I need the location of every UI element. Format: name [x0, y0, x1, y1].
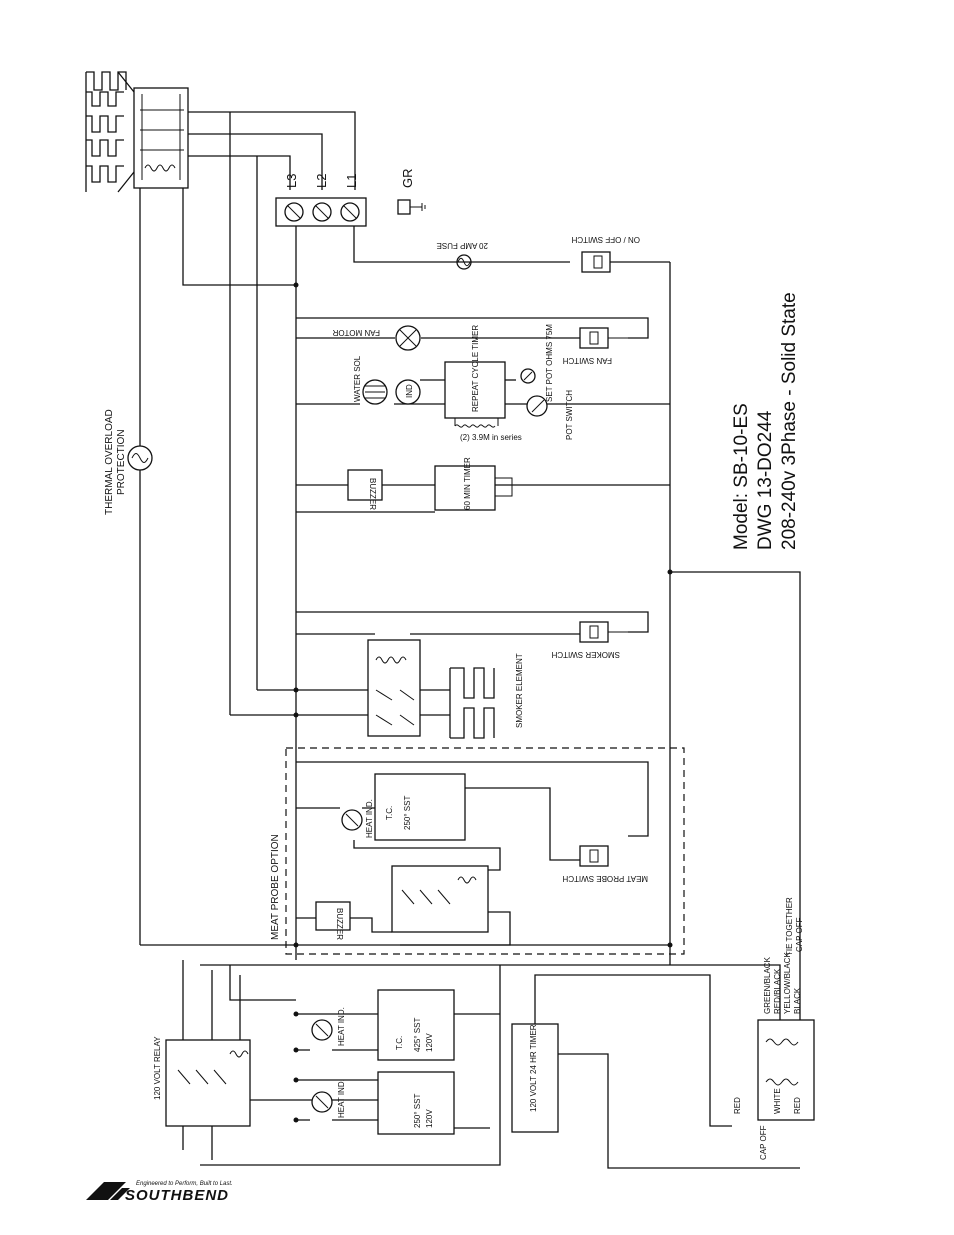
min-timer-branch: BUZZER 60 MIN TIMER	[296, 457, 670, 513]
brand-name: SOUTHBEND	[125, 1187, 230, 1204]
transformer: GREEN/BLACK RED/BLACK YELLOW/BLACK BLACK…	[733, 897, 815, 1160]
terminal-block: L3 L2 L1 GR	[275, 169, 426, 227]
thermal-overload: THERMAL OVERLOAD PROTECTION	[104, 409, 153, 515]
on-off-label: ON / OFF SWITCH	[571, 235, 640, 244]
smoker-branch: SMOKER SWITCH SMOKER ELEMENT	[230, 611, 649, 739]
green-black: GREEN/BLACK	[763, 956, 772, 1014]
relay: 120 VOLT RELAY	[153, 960, 380, 1160]
title-block: Model: SB-10-ES DWG 13-DO244 208-240v 3P…	[731, 292, 800, 550]
bottom-bus	[140, 569, 801, 1092]
buzzer-label-1: BUZZER	[368, 478, 377, 510]
meat-probe-option: MEAT PROBE OPTION HEAT IND. 250° SST T.C…	[270, 747, 685, 955]
tie-together: TIE TOGETHER	[785, 897, 794, 956]
meat-probe-switch-label: MEAT PROBE SWITCH	[562, 874, 648, 883]
v120-b: 120V	[425, 1109, 434, 1128]
cap-off-top: CAP OFF	[795, 917, 804, 952]
water-sol-label: WATER SOL	[353, 355, 362, 402]
meat-probe-option-label: MEAT PROBE OPTION	[270, 834, 281, 940]
sst-250: 250° SST	[413, 1094, 422, 1128]
terminal-l1: L1	[344, 174, 359, 188]
fuse: 20 AMP FUSE	[437, 241, 488, 270]
heating-element-bank	[85, 71, 189, 193]
feed-wires	[139, 111, 356, 945]
terminal-l3: L3	[284, 174, 299, 188]
yellow-black: YELLOW/BLACK	[783, 952, 792, 1014]
heat-ind-probe: HEAT IND.	[365, 799, 374, 838]
hr-timer-label: 120 VOLT 24 HR TIMER	[529, 1024, 538, 1112]
pot-switch-label: POT SWITCH	[565, 390, 574, 440]
cap-off-bottom: CAP OFF	[759, 1125, 768, 1160]
smoker-switch-label: SMOKER SWITCH	[551, 650, 620, 659]
min-timer-label: 60 MIN TIMER	[463, 457, 472, 510]
resistor-label: (2) 3.9M in series	[460, 433, 522, 442]
fan-branch: FAN MOTOR FAN SWITCH	[296, 317, 649, 365]
repeat-timer-label: REPEAT CYCLE TIMER	[471, 325, 480, 412]
black-label: BLACK	[793, 987, 802, 1014]
set-pot-label: SET POT OHMS 75M	[545, 324, 554, 402]
terminal-l2: L2	[314, 174, 329, 188]
white-label: WHITE	[773, 1088, 782, 1114]
fan-motor-label: FAN MOTOR	[332, 328, 380, 337]
repeat-timer-branch: WATER SOL IND REPEAT CYCLE TIMER SET POT…	[296, 324, 670, 442]
buzzer-label-2: BUZZER	[335, 908, 344, 940]
on-off-switch: ON / OFF SWITCH	[571, 235, 640, 273]
terminal-gr: GR	[400, 169, 415, 189]
fuse-label: 20 AMP FUSE	[437, 241, 488, 250]
model-title: Model: SB-10-ES	[731, 403, 752, 550]
spec-title: 208-240v 3Phase - Solid State	[779, 292, 800, 550]
brand-tagline: Engineered to Perform, Built to Last.	[136, 1181, 233, 1187]
dwg-title: DWG 13-DO244	[755, 410, 776, 550]
fan-switch-label: FAN SWITCH	[562, 356, 612, 365]
red-right: RED	[793, 1097, 802, 1114]
thermostat-425: 425° SST 120V T.C. HEAT IND.	[296, 989, 500, 1061]
thermal-label: THERMAL OVERLOAD	[104, 409, 115, 515]
southbend-logo	[86, 1182, 130, 1200]
tc-a: T.C.	[395, 1036, 404, 1050]
red-left: RED	[733, 1097, 742, 1114]
hr-timer: 120 VOLT 24 HR TIMER	[200, 965, 800, 1169]
sst-425: 425° SST	[413, 1018, 422, 1052]
protection-label: PROTECTION	[116, 429, 127, 495]
sst-250-probe: 250° SST	[403, 796, 412, 830]
smoker-element-label: SMOKER ELEMENT	[515, 653, 524, 728]
heat-ind-a: HEAT IND.	[337, 1007, 346, 1046]
red-black: RED/BLACK	[773, 968, 782, 1014]
bus-lines	[293, 226, 671, 965]
v120-a: 120V	[425, 1033, 434, 1052]
thermostat-250: 250° SST 120V HEAT IND.	[296, 1071, 490, 1135]
relay-label: 120 VOLT RELAY	[153, 1036, 162, 1100]
tc-probe: T.C.	[385, 806, 394, 820]
ind-label: IND	[405, 384, 414, 398]
heat-ind-b: HEAT IND.	[337, 1079, 346, 1118]
